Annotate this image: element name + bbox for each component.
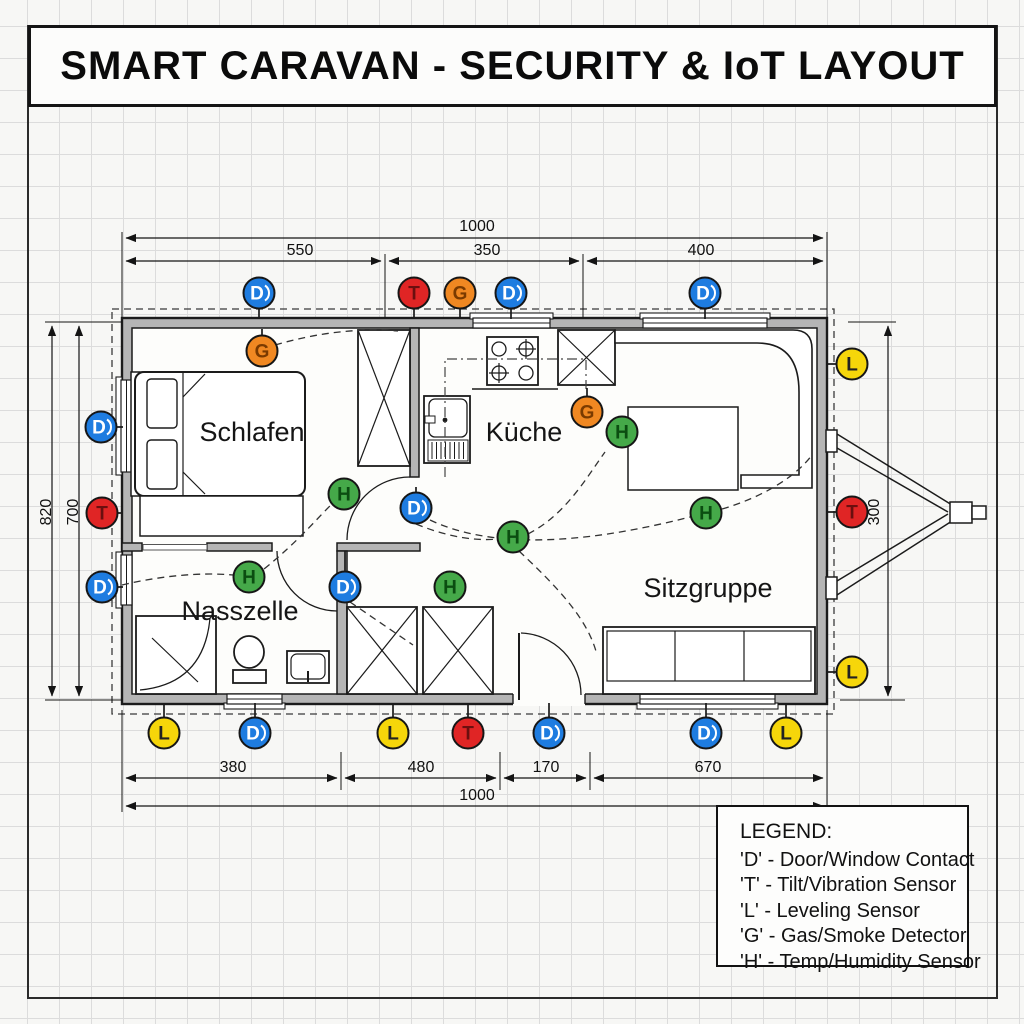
- dim-bottom-1: 380: [220, 759, 247, 776]
- sensor-marker-D: D: [494, 276, 528, 319]
- svg-text:D: D: [336, 578, 350, 599]
- svg-text:D: D: [93, 578, 107, 599]
- sensor-marker-D: D: [689, 703, 723, 750]
- room-label-bathroom: Nasszelle: [181, 596, 298, 626]
- page-title: SMART CARAVAN - SECURITY & IoT LAYOUT: [60, 43, 965, 88]
- svg-text:L: L: [846, 355, 858, 376]
- l-bench: [614, 329, 813, 489]
- svg-text:H: H: [443, 578, 457, 599]
- sensor-marker-L: L: [826, 347, 869, 381]
- svg-text:L: L: [780, 724, 792, 745]
- dim-left-inner: 700: [65, 499, 82, 526]
- svg-text:D: D: [696, 284, 710, 305]
- dim-bottom-3: 170: [533, 759, 560, 776]
- sensor-marker-L: L: [769, 703, 803, 750]
- sensor-marker-D: D: [238, 703, 272, 750]
- svg-text:D: D: [697, 724, 711, 745]
- svg-text:D: D: [407, 499, 421, 520]
- sensor-marker-D: D: [84, 410, 123, 444]
- sensor-marker-L: L: [376, 703, 410, 750]
- dim-top-1: 550: [287, 242, 314, 259]
- dim-top-3: 400: [688, 242, 715, 259]
- svg-text:D: D: [246, 724, 260, 745]
- svg-text:T: T: [846, 503, 858, 524]
- sensor-marker-H: H: [433, 570, 467, 604]
- svg-text:H: H: [242, 568, 256, 589]
- svg-text:D: D: [502, 284, 516, 305]
- svg-text:T: T: [408, 284, 420, 305]
- title-block: SMART CARAVAN - SECURITY & IoT LAYOUT: [28, 25, 997, 107]
- svg-text:H: H: [615, 423, 629, 444]
- room-label-kitchen: Küche: [486, 417, 563, 447]
- dim-top-2: 350: [474, 242, 501, 259]
- sensor-marker-H: H: [605, 415, 639, 449]
- svg-text:T: T: [462, 724, 474, 745]
- bedroom-furniture: [130, 329, 411, 537]
- svg-text:D: D: [540, 724, 554, 745]
- table: [627, 406, 739, 491]
- sensor-marker-T: T: [397, 276, 431, 319]
- interior-door-arcs: [276, 476, 411, 612]
- dim-bottom-2: 480: [408, 759, 435, 776]
- sensor-marker-H: H: [232, 560, 266, 594]
- sensor-marker-D: D: [688, 276, 722, 319]
- bathroom-furniture: [135, 615, 330, 695]
- room-labels: Schlafen Küche Nasszelle Sitzgruppe: [181, 417, 772, 626]
- sensor-marker-D: D: [85, 570, 123, 604]
- sensor-marker-L: L: [826, 655, 869, 689]
- svg-text:H: H: [506, 528, 520, 549]
- room-label-seating: Sitzgruppe: [643, 573, 772, 603]
- dimension-lines: [45, 232, 905, 812]
- sensor-marker-D: D: [328, 551, 362, 604]
- legend-entry-leveling-sensor: 'L' - Leveling Sensor: [740, 899, 920, 922]
- svg-text:D: D: [92, 418, 106, 439]
- sensor-marker-D: D: [532, 703, 566, 750]
- dim-top-total: 1000: [459, 218, 495, 235]
- sensor-marker-G: G: [570, 388, 604, 429]
- seating-furniture: [602, 329, 816, 695]
- svg-text:L: L: [846, 663, 858, 684]
- sensor-marker-G: G: [443, 276, 477, 319]
- svg-text:G: G: [453, 284, 468, 305]
- legend-box: LEGEND: 'D' - Door/Window Contact 'T' - …: [716, 805, 981, 973]
- toilet: [233, 635, 265, 669]
- sensor-marker-H: H: [327, 477, 361, 511]
- dim-right: 300: [866, 499, 883, 526]
- legend-entry-tilt-sensor: 'T' - Tilt/Vibration Sensor: [740, 874, 957, 896]
- shower: [135, 615, 217, 695]
- svg-text:H: H: [699, 504, 713, 525]
- sensor-marker-D: D: [242, 276, 276, 319]
- sensor-marker-T: T: [85, 496, 123, 530]
- dim-bottom-total: 1000: [459, 787, 495, 804]
- dimension-labels: 1000 550 350 400 820 700 300 380 480 170…: [38, 218, 883, 804]
- legend-heading: LEGEND:: [740, 820, 833, 843]
- svg-text:L: L: [387, 724, 399, 745]
- sofa: [602, 626, 816, 695]
- svg-text:G: G: [255, 342, 270, 363]
- sensor-marker-L: L: [147, 703, 181, 750]
- legend-entry-door-contact: 'D' - Door/Window Contact: [740, 848, 975, 871]
- sensor-marker-H: H: [689, 496, 723, 530]
- hall-wardrobes: [346, 606, 494, 695]
- kitchen-work-line: [444, 358, 587, 477]
- trailer-hitch: [825, 429, 987, 600]
- svg-text:T: T: [96, 504, 108, 525]
- legend-entry-humidity-sensor: 'H' - Temp/Humidity Sensor: [740, 950, 981, 973]
- legend-entry-gas-detector: 'G' - Gas/Smoke Detector: [740, 925, 967, 947]
- dim-bottom-4: 670: [695, 759, 722, 776]
- svg-text:L: L: [158, 724, 170, 745]
- sensor-marker-H: H: [496, 520, 530, 554]
- sensor-connection-lines: [121, 329, 813, 656]
- dim-left-outer: 820: [38, 499, 55, 526]
- entry-door: [512, 632, 586, 706]
- svg-text:D: D: [250, 284, 264, 305]
- room-label-bedroom: Schlafen: [199, 417, 304, 447]
- sensor-marker-G: G: [245, 329, 279, 368]
- sensor-marker-D: D: [399, 487, 433, 525]
- sensor-marker-T: T: [451, 703, 485, 750]
- svg-text:G: G: [580, 403, 595, 424]
- svg-text:H: H: [337, 485, 351, 506]
- sensor-marker-T: T: [826, 495, 869, 529]
